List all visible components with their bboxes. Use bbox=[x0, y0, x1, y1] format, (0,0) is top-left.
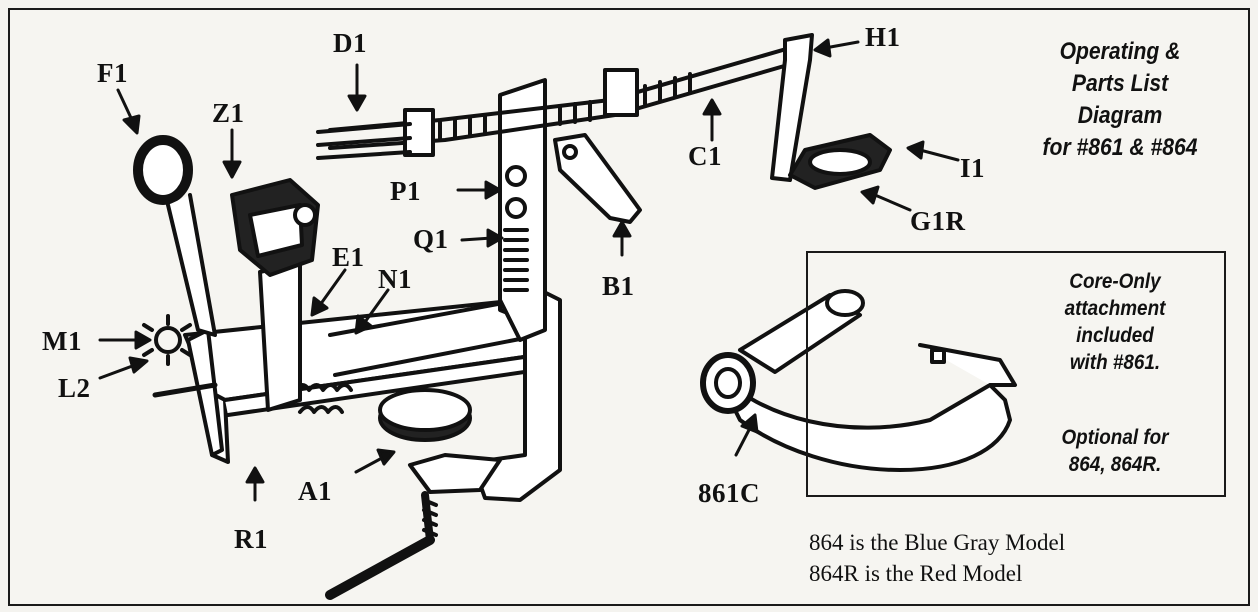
note-line: attachment bbox=[1064, 297, 1166, 320]
label-L2: L2 bbox=[58, 373, 91, 403]
label-B1: B1 bbox=[602, 271, 635, 301]
gear-M1 bbox=[142, 314, 192, 366]
base-spring bbox=[293, 383, 353, 414]
label-D1: D1 bbox=[333, 28, 367, 58]
diagram-title: Operating & Parts List Diagram for #861 … bbox=[1023, 36, 1217, 164]
fork-D1 bbox=[316, 122, 412, 160]
inset-box bbox=[806, 251, 1226, 497]
title-line: Parts List bbox=[1071, 70, 1169, 97]
label-A1: A1 bbox=[298, 476, 332, 506]
core-attachment-861C bbox=[700, 289, 1017, 472]
note-line: Optional for bbox=[1061, 426, 1169, 449]
label-861C: 861C bbox=[698, 478, 760, 508]
label-R1: R1 bbox=[234, 524, 268, 554]
optional-note: Optional for 864, 864R. bbox=[1039, 424, 1192, 478]
model-note-blue-gray: 864 is the Blue Gray Model bbox=[809, 530, 1066, 555]
label-G1R: G1R bbox=[910, 206, 966, 236]
note-line: Core-Only bbox=[1069, 270, 1161, 293]
lever-B1 bbox=[553, 133, 642, 224]
note-line: 864, 864R. bbox=[1068, 453, 1162, 476]
label-P1: P1 bbox=[390, 176, 421, 206]
model-notes: 864 is the Blue Gray Model 864R is the R… bbox=[809, 527, 1065, 589]
note-line: included bbox=[1076, 324, 1154, 347]
title-line: Operating & bbox=[1059, 38, 1181, 65]
label-Q1: Q1 bbox=[413, 224, 449, 254]
rod-L2 bbox=[152, 382, 218, 398]
core-only-note: Core-Only attachment included with #861. bbox=[1039, 268, 1192, 376]
vertical-post bbox=[498, 78, 547, 342]
label-E1: E1 bbox=[332, 242, 365, 272]
label-I1: I1 bbox=[960, 153, 986, 183]
clamp-wheel-A1 bbox=[378, 388, 472, 442]
blade-head-Z1 bbox=[230, 178, 320, 277]
label-Z1: Z1 bbox=[212, 98, 245, 128]
label-H1: H1 bbox=[865, 22, 901, 52]
pointer-arrows bbox=[98, 38, 960, 502]
note-line: with #861. bbox=[1069, 351, 1161, 374]
label-C1: C1 bbox=[688, 141, 722, 171]
label-F1: F1 bbox=[97, 58, 128, 88]
clamp-handle bbox=[325, 491, 438, 600]
upright-E1 bbox=[258, 260, 302, 412]
label-N1: N1 bbox=[378, 264, 412, 294]
title-line: Diagram bbox=[1077, 102, 1163, 129]
main-shaft bbox=[328, 43, 807, 157]
arm-F1 bbox=[133, 135, 217, 337]
post-spring-Q1 bbox=[503, 228, 529, 292]
crank-handle-I1 bbox=[788, 133, 892, 190]
model-note-red: 864R is the Red Model bbox=[809, 561, 1023, 586]
crank-H1 bbox=[770, 33, 814, 182]
label-M1: M1 bbox=[42, 326, 82, 356]
title-line: for #861 & #864 bbox=[1042, 134, 1198, 161]
